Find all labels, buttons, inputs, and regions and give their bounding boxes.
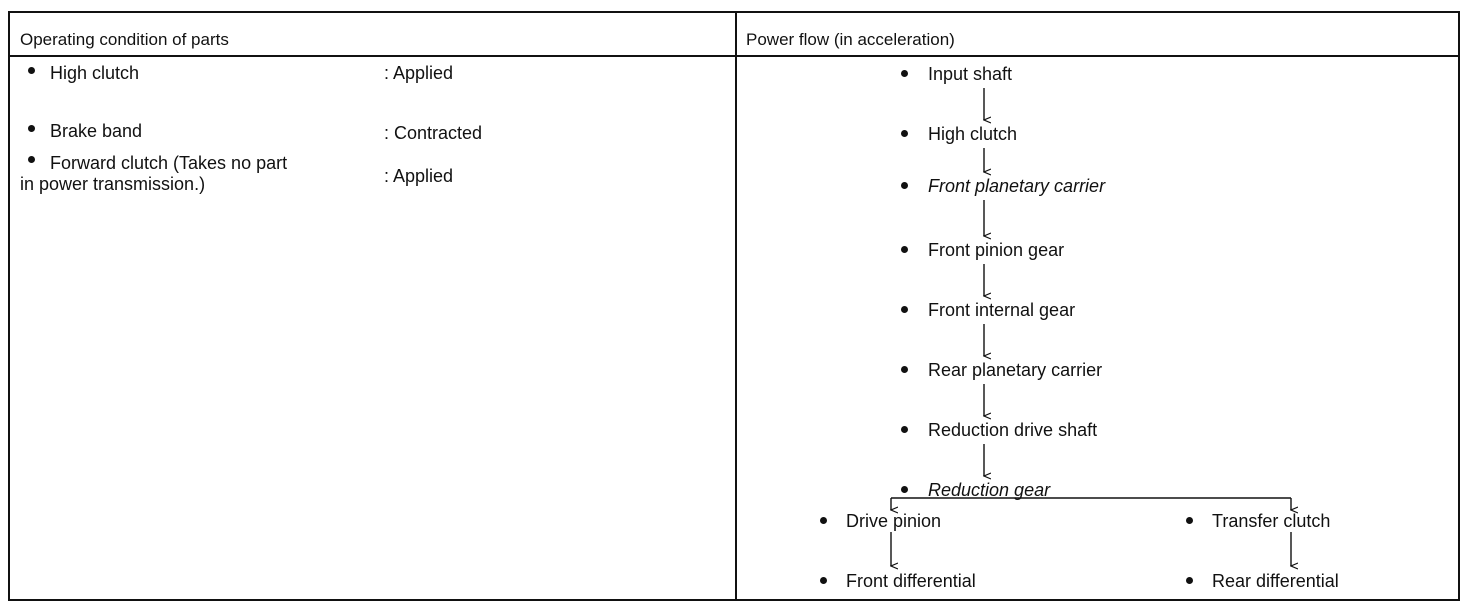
column-divider xyxy=(735,11,737,601)
flow-step: Front pinion gear xyxy=(928,240,1065,260)
bullet-icon xyxy=(901,246,908,253)
flow-step: Reduction gear xyxy=(928,480,1051,500)
branch-left-step: Drive pinion xyxy=(846,511,942,531)
condition-state: : Applied xyxy=(384,63,454,83)
flow-step: Input shaft xyxy=(928,64,1013,84)
bullet-icon xyxy=(901,70,908,77)
left-column-header: Operating condition of parts xyxy=(20,30,229,49)
table-frame xyxy=(8,11,1460,601)
condition-state: : Contracted xyxy=(384,123,483,143)
branch-left-step: Front differential xyxy=(846,571,976,591)
bullet-icon xyxy=(820,577,827,584)
bullet-icon xyxy=(901,366,908,373)
condition-state: : Applied xyxy=(384,166,454,186)
bullet-icon xyxy=(820,517,827,524)
header-divider xyxy=(8,55,1460,57)
flow-step: Reduction drive shaft xyxy=(928,420,1098,440)
flow-step: Rear planetary carrier xyxy=(928,360,1103,380)
flow-step: Front planetary carrier xyxy=(928,176,1106,196)
flow-step: Front internal gear xyxy=(928,300,1076,320)
bullet-icon xyxy=(28,156,35,163)
condition-part-continued: in power transmission.) xyxy=(20,174,206,194)
condition-part: Forward clutch (Takes no part xyxy=(50,153,288,173)
condition-part: High clutch xyxy=(50,63,140,83)
bullet-icon xyxy=(28,125,35,132)
bullet-icon xyxy=(901,426,908,433)
branch-right-step: Transfer clutch xyxy=(1212,511,1331,531)
bullet-icon xyxy=(901,130,908,137)
bullet-icon xyxy=(1186,517,1193,524)
bullet-icon xyxy=(1186,577,1193,584)
flow-step: High clutch xyxy=(928,124,1018,144)
condition-part: Brake band xyxy=(50,121,143,141)
bullet-icon xyxy=(901,486,908,493)
branch-right-step: Rear differential xyxy=(1212,571,1339,591)
right-column-header: Power flow (in acceleration) xyxy=(746,30,955,49)
bullet-icon xyxy=(901,306,908,313)
bullet-icon xyxy=(901,182,908,189)
bullet-icon xyxy=(28,67,35,74)
